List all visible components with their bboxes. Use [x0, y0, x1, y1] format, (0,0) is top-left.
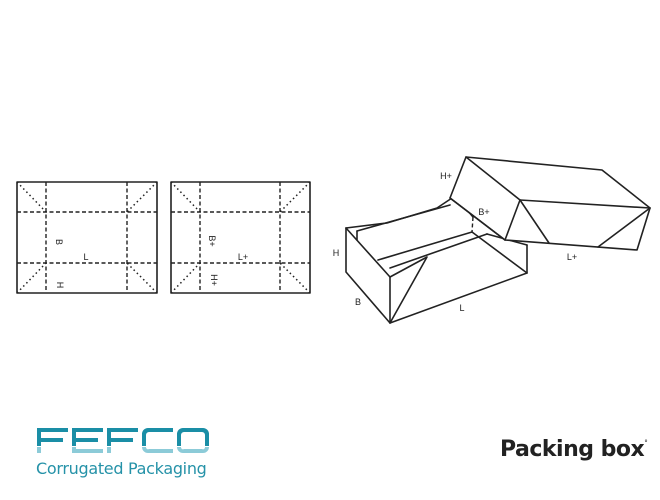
corner-fold	[279, 262, 311, 294]
box-corner-fold	[389, 256, 428, 324]
net-outline	[16, 181, 158, 294]
logo-reflection	[37, 447, 209, 453]
dim-label-l: L	[83, 252, 88, 262]
corner-fold	[126, 262, 158, 294]
dim-label-l: L	[459, 303, 464, 313]
dim-label-b: B	[54, 239, 64, 245]
dim-label-b: B	[355, 297, 361, 307]
lid-edge	[465, 156, 521, 201]
dim-label-h: H	[55, 282, 65, 289]
corner-fold	[279, 181, 311, 213]
corner-fold	[126, 181, 158, 213]
box-edge	[356, 204, 451, 232]
product-title-text: Packing box	[500, 437, 645, 462]
corner-fold	[170, 262, 201, 294]
box-edge	[377, 231, 473, 261]
dim-label-l-plus: L+	[238, 252, 248, 262]
corner-fold	[16, 262, 47, 294]
lid-edge	[519, 199, 651, 209]
lid-edge	[449, 197, 506, 241]
dim-label-b-plus: B+	[478, 207, 489, 217]
product-mark: °	[644, 439, 648, 447]
dim-label-h-plus: H+	[440, 171, 452, 181]
net-outline	[170, 181, 311, 294]
logo-letters	[37, 428, 209, 446]
dim-label-l-plus: L+	[567, 252, 577, 262]
dim-label-h: H	[333, 248, 340, 258]
box-top-flap	[345, 197, 474, 229]
flat-net-base: B L H	[16, 181, 158, 294]
box-3d: H B L	[333, 197, 528, 324]
lid-3d: H+ B+ L+	[440, 156, 651, 262]
dim-label-b-plus: B+	[207, 235, 217, 246]
lid-edge	[504, 199, 521, 241]
flat-net-lid: B+ L+ H+	[170, 181, 311, 294]
box-edge	[471, 231, 528, 274]
product-title: Packing box°	[500, 437, 648, 462]
box-edge	[389, 233, 488, 269]
logo-tagline: Corrugated Packaging	[36, 459, 207, 478]
box-edge	[471, 216, 474, 233]
box-edge	[345, 227, 391, 278]
corner-fold	[16, 181, 47, 213]
dim-label-h-plus: H+	[209, 274, 219, 286]
lid-corner-fold	[597, 207, 651, 248]
lid-corner-fold	[519, 199, 550, 244]
fefco-logo	[37, 428, 209, 453]
corner-fold	[170, 181, 201, 213]
